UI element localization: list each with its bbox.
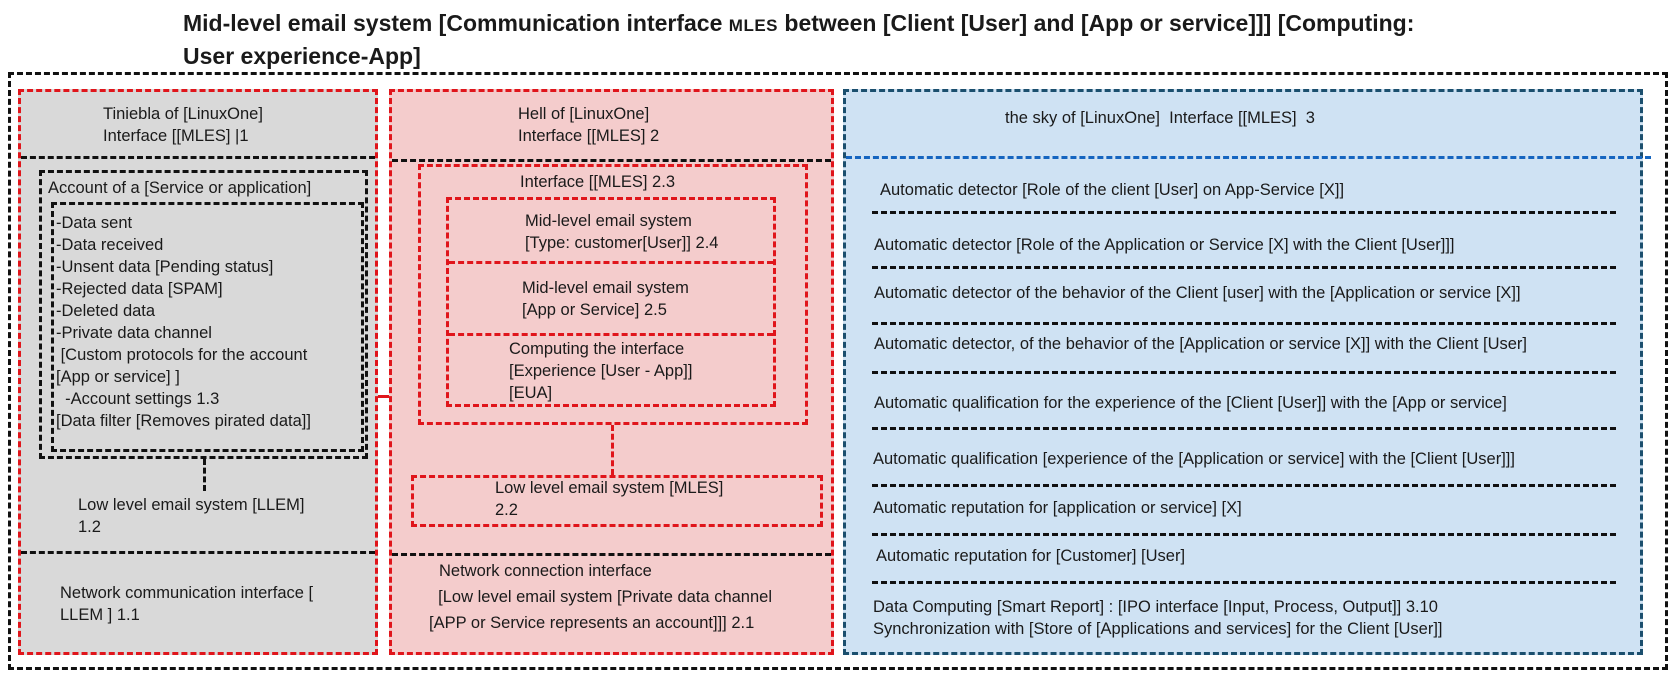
right-row-divider: [872, 211, 1616, 214]
account-inner-box: [51, 202, 364, 452]
title-line-1: Mid-level email system [Communication in…: [183, 8, 1414, 41]
middle-network-line2: [Low level email system [Private data ch…: [429, 588, 772, 606]
account-item: -Data received: [56, 236, 164, 254]
title-tag: MLES: [728, 16, 779, 35]
right-row: Automatic reputation for [application or…: [873, 499, 1242, 517]
account-item: -Rejected data [SPAM]: [56, 280, 223, 298]
mles-24-box: [446, 197, 776, 407]
account-item: [Data filter [Removes pirated data]]: [56, 412, 311, 430]
account-outer-box: [39, 170, 368, 459]
left-header-line2: Interface [[MLES] |1: [103, 127, 249, 145]
right-rows: Automatic detector [Role of the client […: [872, 0, 1632, 677]
right-header-divider: [846, 156, 1651, 159]
right-row: Automatic detector [Role of the client […: [880, 181, 1345, 199]
account-item: -Deleted data: [56, 302, 156, 320]
mles-25-divider: [449, 333, 773, 336]
right-row: Automatic qualification for the experien…: [874, 394, 1507, 412]
middle-panel: [389, 89, 834, 655]
left-low-level-line2: 1.2: [78, 518, 101, 536]
right-row-divider: [872, 322, 1616, 325]
middle-network-line3: [APP or Service represents an account]]]…: [429, 614, 755, 632]
computing-line3: [EUA]: [509, 384, 553, 402]
right-row: Automatic detector, of the behavior of t…: [874, 335, 1527, 353]
middle-network-line1: Network connection interface: [439, 562, 652, 580]
right-row: Automatic qualification [experience of t…: [873, 450, 1515, 468]
right-row-divider: [872, 484, 1616, 487]
right-row-divider: [872, 581, 1616, 584]
middle-low-level-line1: Low level email system [MLES]: [495, 479, 724, 497]
middle-header-line2: Interface [[MLES] 2: [518, 127, 660, 145]
account-item: [App or service] ]: [56, 368, 180, 386]
title-line-2: User experience-App]: [183, 43, 421, 69]
mles-25-line1: Mid-level email system: [522, 279, 689, 297]
account-title: Account of a [Service or application]: [48, 179, 312, 197]
middle-low-level-line2: 2.2: [495, 501, 518, 519]
interface-23-box: [418, 164, 808, 425]
mles-24-divider: [449, 261, 773, 264]
right-row-divider: [872, 266, 1616, 269]
left-network-line2: LLEM ] 1.1: [60, 606, 140, 624]
middle-header-divider: [392, 159, 831, 162]
middle-connector: [611, 425, 614, 475]
title-text-a: Mid-level email system [Communication in…: [183, 10, 729, 36]
right-row-divider: [872, 371, 1616, 374]
right-last-line2: Synchronization with [Store of [Applicat…: [873, 620, 1443, 638]
outer-frame: [8, 72, 1668, 670]
right-last-line1: Data Computing [Smart Report] : [IPO int…: [873, 598, 1438, 616]
account-item: -Unsent data [Pending status]: [56, 258, 274, 276]
diagram-title: Mid-level email system [Communication in…: [183, 8, 1414, 71]
left-header-line1: Tiniebla of [LinuxOne]: [103, 105, 263, 123]
account-item: -Account settings 1.3: [56, 390, 220, 408]
account-connector: [203, 459, 206, 491]
low-level-22-box: [411, 475, 823, 527]
right-row-divider: [872, 427, 1616, 430]
middle-network-divider: [392, 553, 831, 556]
mles-24-line2: [Type: customer[User]] 2.4: [525, 234, 719, 252]
middle-header-line1: Hell of [LinuxOne]: [518, 105, 650, 123]
account-item: [Custom protocols for the account: [56, 346, 308, 364]
right-row: Automatic detector of the behavior of th…: [874, 284, 1521, 302]
title-text-b: between [Client [User] and [App or servi…: [778, 10, 1415, 36]
account-item: -Data sent: [56, 214, 133, 232]
interface-23-label: Interface [[MLES] 2.3: [520, 173, 675, 191]
computing-line2: [Experience [User - App]]: [509, 362, 693, 380]
left-header-divider: [21, 156, 375, 159]
left-low-level-line1: Low level email system [LLEM]: [78, 496, 305, 514]
right-row: Automatic reputation for [Customer] [Use…: [876, 547, 1186, 565]
left-network-divider: [21, 551, 375, 554]
right-row: Automatic detector [Role of the Applicat…: [874, 236, 1455, 254]
mles-25-line2: [App or Service] 2.5: [522, 301, 667, 319]
mles-24-line1: Mid-level email system: [525, 212, 692, 230]
left-network-line1: Network communication interface [: [60, 584, 314, 602]
right-row-divider: [872, 533, 1616, 536]
right-header: the sky of [LinuxOne] Interface [[MLES] …: [1005, 109, 1315, 127]
left-middle-connector: [378, 395, 390, 398]
account-item: -Private data channel: [56, 324, 212, 342]
left-panel: [18, 89, 378, 655]
computing-line1: Computing the interface: [509, 340, 685, 358]
